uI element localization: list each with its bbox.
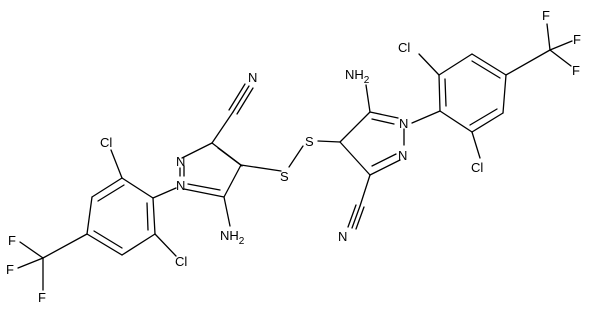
bond [86,233,123,256]
atom-label-fluorine: F [573,32,581,47]
atom-label-nitrile-n: N [248,70,257,85]
bond [19,241,44,259]
bond [223,164,242,198]
bond [369,111,399,119]
atom-label-chlorine: Cl [471,160,483,175]
atom-label-fluorine: F [38,290,46,305]
bond [91,177,123,198]
bond [288,145,304,168]
bond [86,196,93,235]
bond [240,164,282,172]
bond [471,131,481,159]
bond [418,53,440,76]
bond [471,112,504,133]
bond [371,118,395,125]
bond [110,149,123,179]
bond [355,206,365,230]
atom-label-pyrazole-n: N [176,154,185,169]
atom-label-chlorine: Cl [175,254,187,269]
bond [187,183,221,191]
atom-label-sulfur: S [280,169,289,184]
bond [183,188,225,198]
bond [469,108,498,126]
atom-label-sulfur: S [305,134,314,149]
bond [438,53,473,76]
atom-label-chlorine: Cl [100,135,112,150]
atom-label-fluorine: F [8,233,16,248]
bond [371,153,397,167]
bond [411,110,441,124]
bond [146,202,149,231]
bond [17,257,44,269]
bond [97,184,125,202]
bond [502,74,507,114]
bond [347,204,357,228]
bond [121,177,154,199]
bond [359,174,371,207]
bond [42,233,88,259]
bond [351,205,361,229]
atom-label-fluorine: F [572,63,580,78]
atom-labels: N N N NH2 Cl Cl F F F S S NH2 N N N Cl C… [6,8,581,305]
atom-label-nitrile-n: N [338,229,347,244]
bond [471,60,501,79]
bond [217,147,243,167]
bond [152,187,177,199]
bond [228,83,246,111]
atom-label-fluorine: F [542,8,550,23]
bond [211,111,234,144]
bond [181,142,213,159]
bond [223,196,231,227]
bond [549,40,573,51]
atom-label-amino: NH2 [345,67,370,86]
bond [546,23,551,51]
bond [152,197,156,235]
bond [317,140,341,143]
atom-label-fluorine: F [6,262,14,277]
bond [505,49,551,76]
bond [93,230,123,249]
bond [121,233,156,256]
atom-label-pyrazole-n: N [399,116,408,131]
bond [236,87,254,115]
bond [232,85,250,113]
bond [339,141,371,176]
bonds [17,23,573,291]
bond [439,110,473,133]
bond [369,159,401,176]
atom-label-amino: NH2 [220,228,245,247]
atom-label-chlorine: Cl [398,40,410,55]
atom-label-pyrazole-n: N [398,148,407,163]
bond [471,53,507,76]
bond [339,111,371,143]
bond [365,84,371,113]
bond [444,78,447,107]
atom-label-pyrazole-n: N [176,178,185,193]
bond [549,49,572,67]
bond [154,233,177,257]
bond [438,74,441,112]
